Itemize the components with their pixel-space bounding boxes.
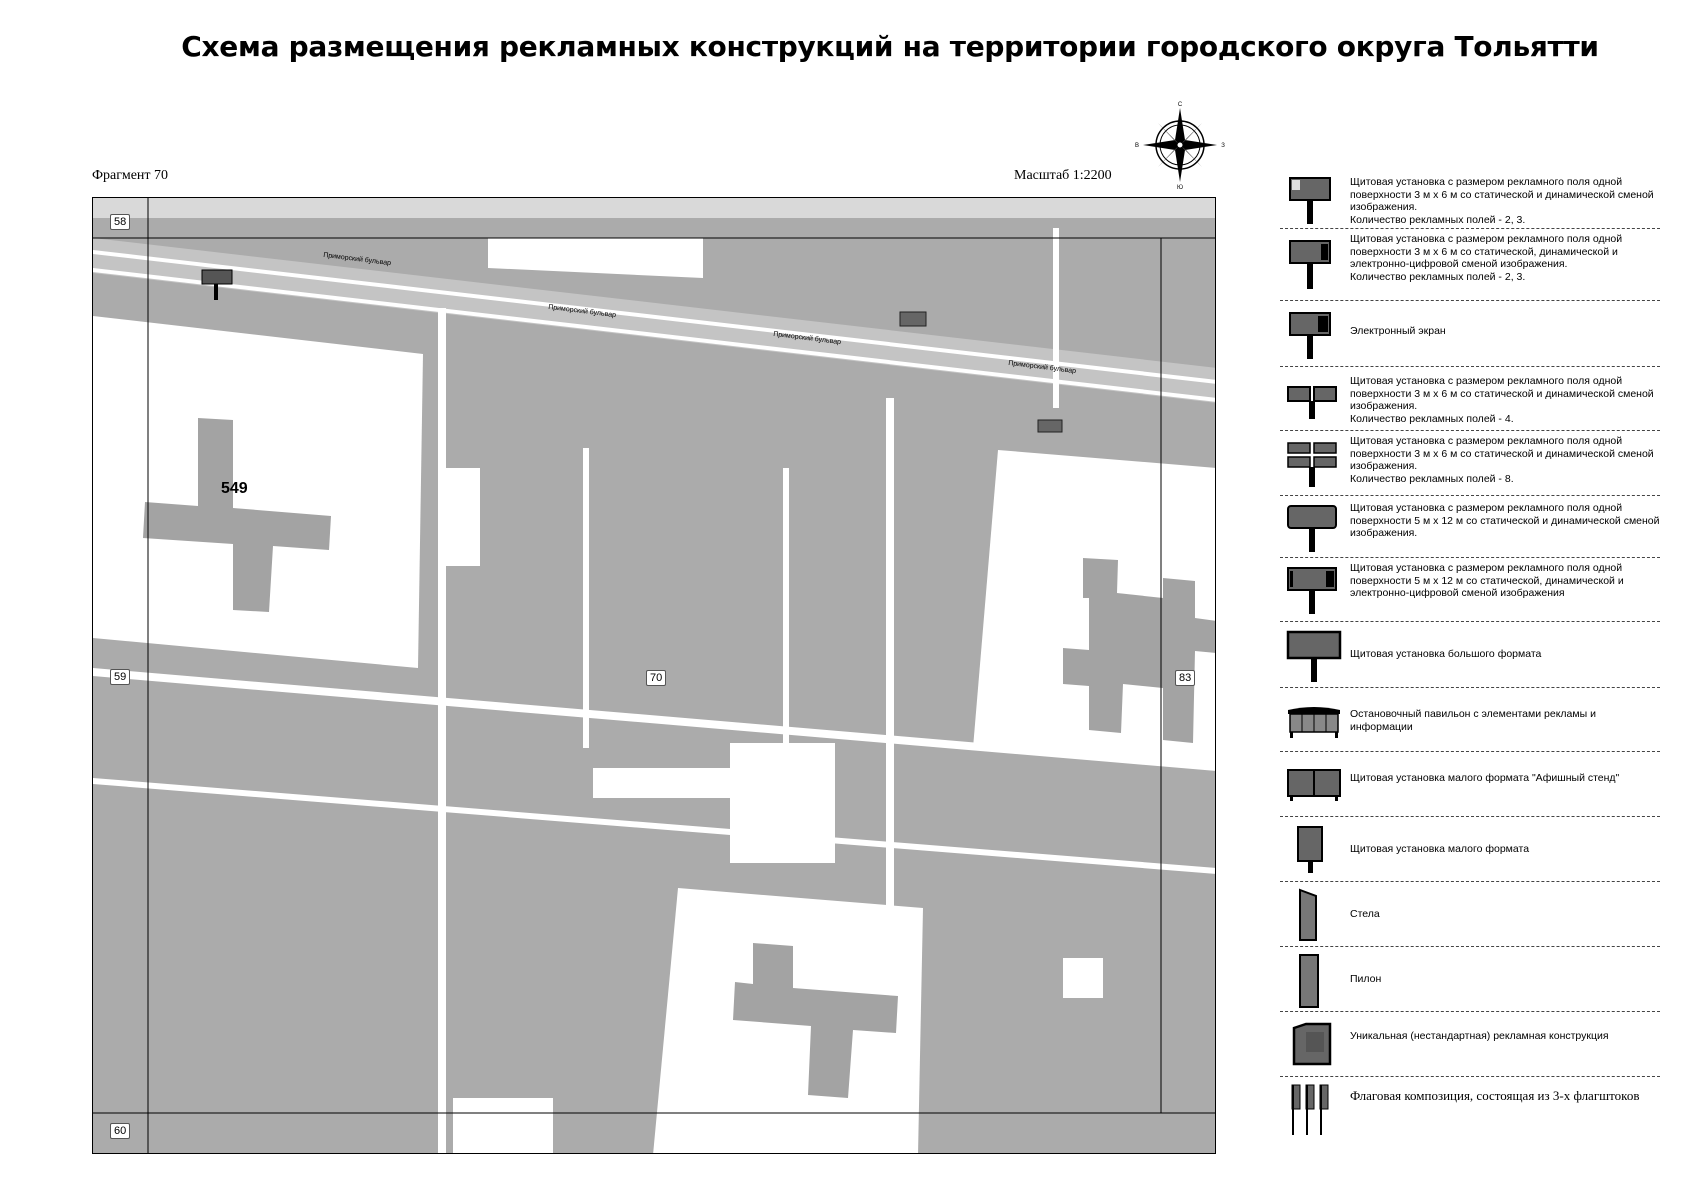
legend-item: Пилон <box>1280 947 1660 1012</box>
large-format-billboard-icon <box>1286 630 1342 682</box>
legend-text: Пилон <box>1350 973 1382 985</box>
billboard-3x6-digital-icon <box>1289 240 1331 289</box>
legend-text: Щитовая установка с размером рекламного … <box>1350 375 1654 425</box>
legend-item: Щитовая установка с размером рекламного … <box>1280 172 1660 229</box>
billboard-3x6-icon <box>1289 177 1331 224</box>
grid-label-60: 60 <box>110 1123 131 1139</box>
grid-label-70: 70 <box>646 670 667 686</box>
legend-text: Щитовая установка с размером рекламного … <box>1350 562 1624 599</box>
legend-text: Флаговая композиция, состоящая из 3-х фл… <box>1350 1088 1640 1103</box>
legend-item: Стела <box>1280 882 1660 947</box>
grid-label-58: 58 <box>110 214 131 230</box>
legend-item: Щитовая установка с размером рекламного … <box>1280 367 1660 431</box>
billboard-3x6-4fields-icon <box>1287 386 1337 419</box>
legend-item: Щитовая установка малого формата <box>1280 817 1660 882</box>
billboard-3x6-8fields-icon <box>1287 442 1337 487</box>
legend-item: Щитовая установка большого формата <box>1280 622 1660 688</box>
compass-west: В <box>1135 143 1139 149</box>
stele-icon <box>1299 888 1317 941</box>
poster-stand-icon <box>1287 769 1341 801</box>
compass-south: Ю <box>1177 185 1183 190</box>
legend-item: Щитовая установка с размером рекламного … <box>1280 558 1660 622</box>
legend-text: Щитовая установка с размером рекламного … <box>1350 435 1654 485</box>
billboard-5x12-digital-icon <box>1287 567 1337 614</box>
legend-text: Щитовая установка малого формата <box>1350 843 1530 855</box>
legend: Щитовая установка с размером рекламного … <box>1280 172 1660 1139</box>
compass-east: З <box>1221 143 1225 149</box>
map-base <box>93 198 1215 1153</box>
legend-text: Щитовая установка с размером рекламного … <box>1350 233 1623 283</box>
legend-item: Электронный экран <box>1280 301 1660 367</box>
legend-item: Щитовая установка с размером рекламного … <box>1280 496 1660 558</box>
legend-text: Щитовая установка большого формата <box>1350 648 1542 660</box>
bus-stop-pavilion-icon <box>1288 707 1340 738</box>
legend-text: Щитовая установка малого формата "Афишны… <box>1350 772 1620 784</box>
grid-label-83: 83 <box>1175 670 1196 686</box>
scale-label: Масштаб 1:2200 <box>1014 168 1112 183</box>
grid-label-59: 59 <box>110 669 131 685</box>
legend-item: Уникальная (нестандартная) рекламная кон… <box>1280 1012 1660 1077</box>
legend-text: Остановочный павильон с элементами рекла… <box>1350 708 1596 733</box>
legend-item: Щитовая установка малого формата "Афишны… <box>1280 752 1660 817</box>
unique-construction-icon <box>1292 1022 1332 1066</box>
pylon-icon <box>1299 954 1319 1008</box>
legend-item: Щитовая установка с размером рекламного … <box>1280 431 1660 496</box>
legend-text: Щитовая установка с размером рекламного … <box>1350 176 1654 226</box>
compass-rose-icon: С Ю В З <box>1135 102 1225 190</box>
legend-item: Остановочный павильон с элементами рекла… <box>1280 688 1660 752</box>
legend-item: Флаговая композиция, состоящая из 3-х фл… <box>1280 1077 1660 1139</box>
small-format-billboard-icon <box>1297 826 1323 873</box>
legend-text: Щитовая установка с размером рекламного … <box>1350 502 1660 539</box>
ad-number-549[interactable]: 549 <box>221 480 248 497</box>
legend-text: Стела <box>1350 908 1380 920</box>
billboard-5x12-icon <box>1287 505 1337 552</box>
flag-composition-icon <box>1291 1084 1329 1135</box>
map-fragment[interactable]: 58 59 60 70 83 Приморский бульвар Примор… <box>92 197 1216 1154</box>
legend-text: Электронный экран <box>1350 325 1446 337</box>
legend-text: Уникальная (нестандартная) рекламная кон… <box>1350 1030 1609 1042</box>
page-title: Схема размещения рекламных конструкций н… <box>181 30 1599 63</box>
fragment-label: Фрагмент 70 <box>92 168 169 183</box>
electronic-screen-icon <box>1289 312 1331 359</box>
legend-item: Щитовая установка с размером рекламного … <box>1280 229 1660 301</box>
compass-north: С <box>1178 102 1183 108</box>
